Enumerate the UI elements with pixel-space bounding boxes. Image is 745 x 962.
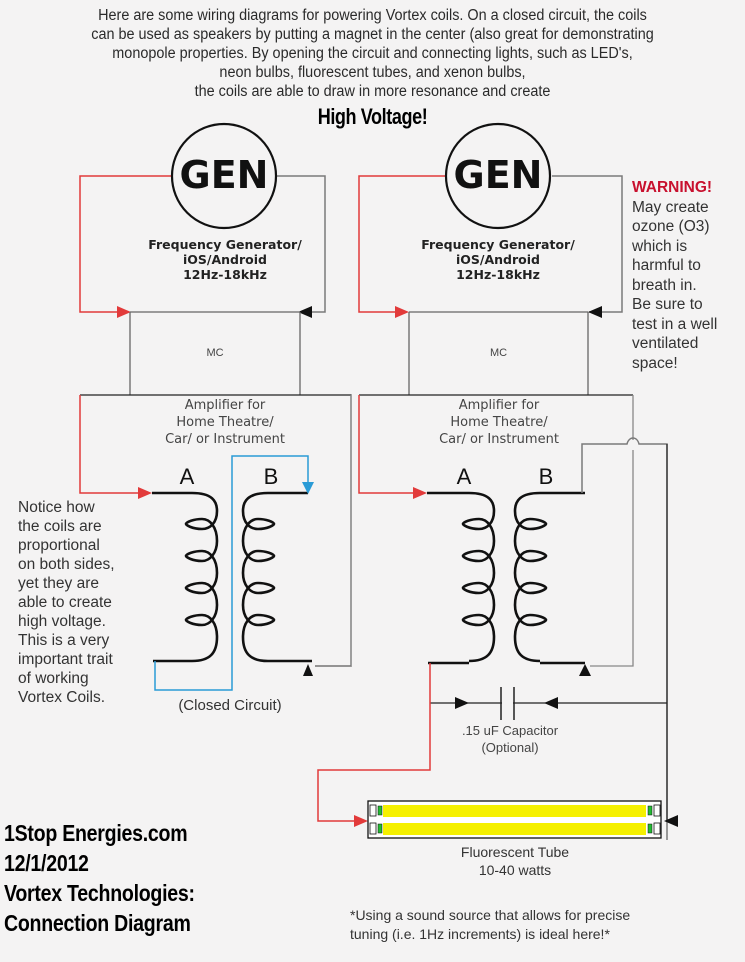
closed-circuit-caption: (Closed Circuit) bbox=[178, 697, 282, 714]
gray-wire bbox=[581, 437, 668, 840]
amplifier-label: Amplifier for Home Theatre/ Car/ or Inst… bbox=[165, 398, 285, 447]
red-wire bbox=[79, 395, 142, 494]
arrow-right-icon bbox=[354, 815, 368, 827]
brand-block: 1Stop Energies.com 12/1/2012 Vortex Tech… bbox=[4, 818, 195, 938]
notice-note: Notice how the coils are proportional on… bbox=[18, 499, 115, 706]
intro-line: Here are some wiring diagrams for poweri… bbox=[98, 7, 647, 24]
tube-label: Fluorescent Tube 10-40 watts bbox=[460, 844, 570, 878]
gray-wire bbox=[276, 175, 326, 313]
mc-label: MC bbox=[489, 347, 508, 359]
intro-line: the coils are able to draw in more reson… bbox=[194, 83, 551, 100]
warning-title: WARNING! bbox=[632, 179, 713, 196]
arrow-left-icon bbox=[588, 306, 602, 318]
arrow-right-icon bbox=[138, 487, 152, 499]
red-wire bbox=[358, 175, 446, 313]
arrow-down-icon bbox=[302, 482, 314, 494]
coil-a-label: A bbox=[179, 464, 195, 489]
arrow-right-icon bbox=[117, 306, 131, 318]
arrow-up-icon bbox=[303, 664, 313, 676]
headline: High Voltage! bbox=[317, 104, 428, 129]
arrow-right-icon bbox=[455, 697, 469, 709]
arrow-left-icon bbox=[298, 306, 312, 318]
coil-a bbox=[461, 491, 496, 663]
red-wire bbox=[358, 395, 416, 494]
coil-a bbox=[184, 491, 219, 663]
footnote: *Using a sound source that allows for pr… bbox=[350, 907, 631, 942]
mc-label: MC bbox=[206, 347, 224, 359]
intro-line: neon bulbs, fluorescent tubes, and xenon… bbox=[219, 64, 526, 81]
arrow-right-icon bbox=[395, 306, 409, 318]
gen-symbol: GEN bbox=[453, 153, 543, 197]
red-wire bbox=[317, 703, 431, 822]
generator-circle bbox=[444, 122, 552, 230]
warning-note: WARNING! May create ozone (O3) which is … bbox=[632, 178, 742, 373]
intro-line: can be used as speakers by putting a mag… bbox=[91, 26, 654, 43]
generator-label: Frequency Generator/ iOS/Android 12Hz-18… bbox=[148, 237, 302, 282]
coil-b-label: B bbox=[263, 464, 279, 489]
arrow-left-icon bbox=[544, 697, 558, 709]
arrow-right-icon bbox=[413, 487, 427, 499]
coil-b bbox=[513, 491, 548, 663]
fluorescent-tube bbox=[367, 800, 662, 839]
arrow-left-icon bbox=[664, 815, 678, 827]
coil-b bbox=[241, 491, 276, 663]
generator-label: Frequency Generator/ iOS/Android 12Hz-18… bbox=[421, 237, 575, 282]
gen-symbol: GEN bbox=[179, 153, 269, 197]
red-wire bbox=[79, 175, 172, 313]
amplifier-label: Amplifier for Home Theatre/ Car/ or Inst… bbox=[439, 398, 559, 447]
brand-title: Connection Diagram bbox=[4, 910, 191, 936]
brand-company: Vortex Technologies: bbox=[4, 880, 195, 906]
generator-circle bbox=[170, 122, 278, 230]
brand-site: 1Stop Energies.com bbox=[4, 820, 188, 846]
gray-wire bbox=[552, 175, 623, 313]
coil-b-label: B bbox=[538, 464, 554, 489]
capacitor-label: .15 uF Capacitor (Optional) bbox=[461, 723, 559, 755]
right-circuit bbox=[317, 122, 678, 840]
blue-wire bbox=[154, 455, 309, 691]
intro-line: monopole properties. By opening the circ… bbox=[112, 45, 633, 62]
left-circuit bbox=[79, 122, 352, 691]
arrow-up-icon bbox=[579, 664, 591, 676]
brand-date: 12/1/2012 bbox=[4, 850, 89, 876]
coil-a-label: A bbox=[456, 464, 472, 489]
intro-text: Here are some wiring diagrams for poweri… bbox=[26, 6, 719, 101]
